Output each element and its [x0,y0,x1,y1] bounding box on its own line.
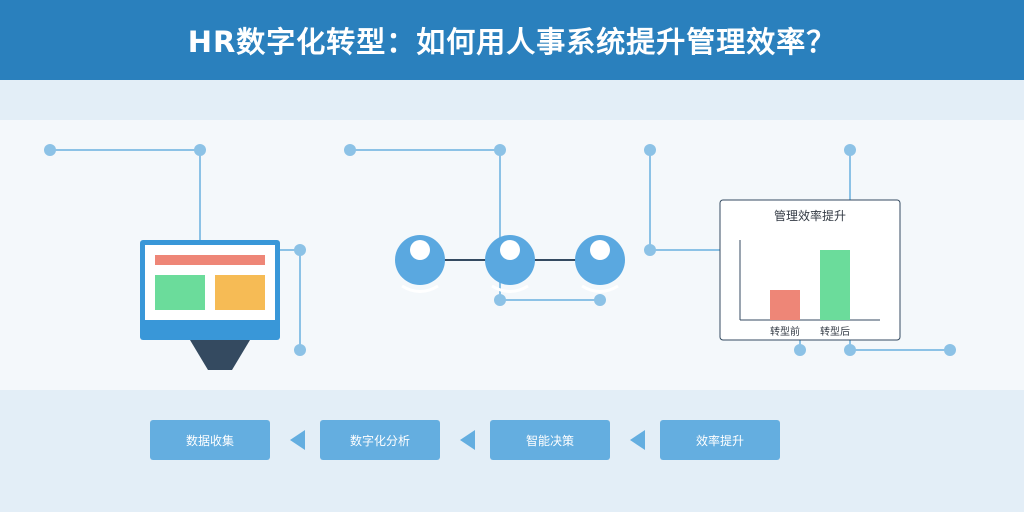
circuit-line [280,249,301,350]
step-data-collection: 数据收集 [150,420,270,460]
circuit-line [849,340,950,351]
chart-label-before: 转型前 [770,325,800,338]
page-title: HR数字化转型：如何用人事系统提升管理效率？ [187,25,837,59]
arrow-left-icon [460,430,475,450]
circuit-nodes [44,144,956,356]
monitor-block-right [215,275,265,310]
step-smart-decision: 智能决策 [490,420,610,460]
step-label: 数据收集 [185,433,234,448]
chart-bar-after [820,250,850,320]
circuit-node [494,294,506,306]
circuit-node [194,144,206,156]
circuit-node [644,244,656,256]
circuit-node [644,144,656,156]
circuit-line [50,149,201,240]
monitor-block-left [155,275,205,310]
step-label: 智能决策 [525,433,574,448]
step-label: 效率提升 [695,433,744,448]
arrow-left-icon [290,430,305,450]
people-network [395,235,625,293]
circuit-node [594,294,606,306]
person-icon [485,235,535,293]
circuit-node [844,144,856,156]
monitor-header-bar [155,255,265,265]
circuit-node [44,144,56,156]
step-label: 数字化分析 [349,433,410,448]
circuit-node [794,344,806,356]
person-icon [395,235,445,293]
circuit-line [649,150,720,251]
circuit-node [494,144,506,156]
monitor-stand [190,340,250,370]
circuit-node [844,344,856,356]
chart-card [719,199,901,341]
arrow-left-icon [630,430,645,450]
circuit-node [344,144,356,156]
chart-title: 管理效率提升 [774,208,846,223]
circuit-node [944,344,956,356]
monitor-icon [140,240,280,370]
process-steps: 数据收集 数字化分析 智能决策 效率提升 [0,420,1024,460]
efficiency-chart: 管理效率提升 转型前 转型后 [719,199,901,341]
circuit-node [294,344,306,356]
circuit-node [294,244,306,256]
step-efficiency-boost: 效率提升 [660,420,780,460]
header-banner: HR数字化转型：如何用人事系统提升管理效率？ [0,0,1024,80]
step-digital-analysis: 数字化分析 [320,420,440,460]
chart-bar-before [770,290,800,320]
person-icon [575,235,625,293]
chart-label-after: 转型后 [820,325,850,338]
